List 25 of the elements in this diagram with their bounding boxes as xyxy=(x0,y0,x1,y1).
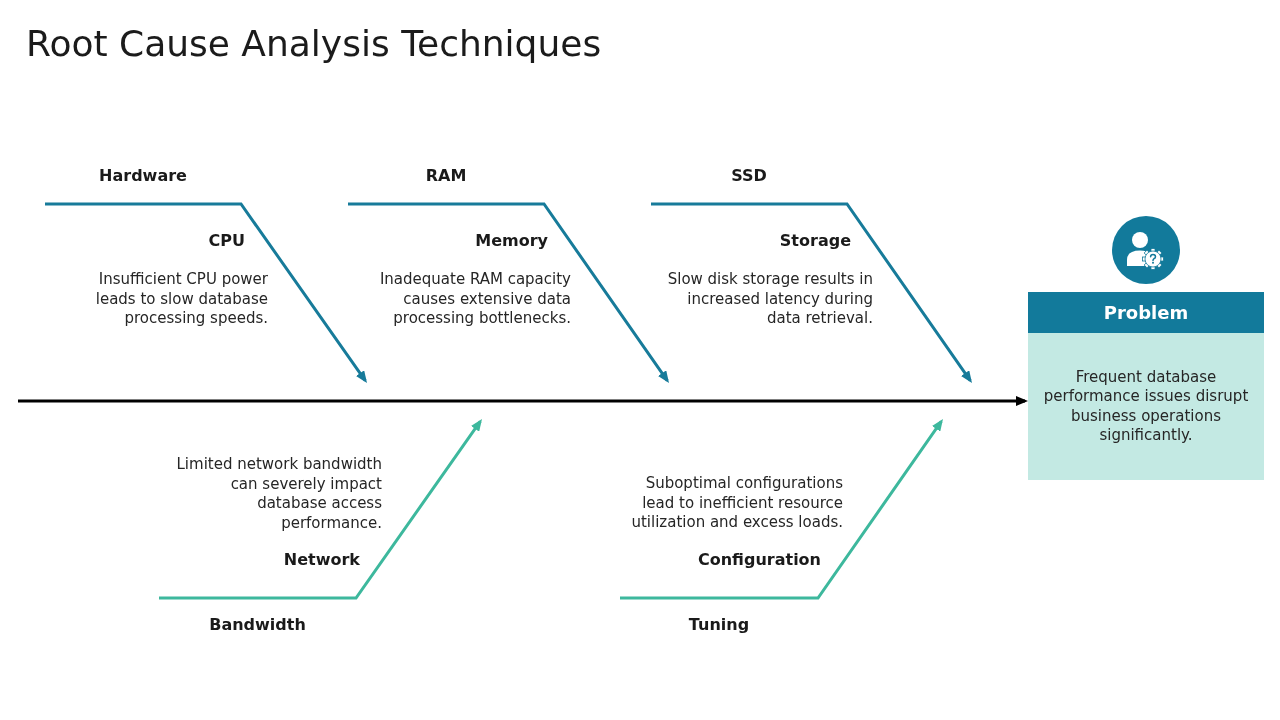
cause-description: Suboptimal configurations lead to inefficient resource utilization and excess loads. xyxy=(630,474,843,533)
page-title: Root Cause Analysis Techniques xyxy=(26,22,602,66)
branch-arrow xyxy=(620,419,943,600)
category-label: RAM xyxy=(425,165,467,187)
category-label: Tuning xyxy=(688,614,750,636)
branch-arrow xyxy=(651,202,972,383)
category-label: Bandwidth xyxy=(209,614,306,636)
category-label: SSD xyxy=(731,165,767,187)
cause-description: Insufficient CPU power leads to slow database processing speeds. xyxy=(94,270,268,329)
cause-label: Memory xyxy=(475,230,548,252)
cause-description: Inadequate RAM capacity causes extensive data processing bottlenecks. xyxy=(378,270,571,329)
cause-label: Network xyxy=(283,549,360,571)
branch-arrow xyxy=(45,202,367,383)
cause-description: Limited network bandwidth can severely impact database access performance. xyxy=(175,455,382,533)
cause-label: Storage xyxy=(779,230,851,252)
spine-arrow xyxy=(18,396,1028,406)
category-label: Hardware xyxy=(99,165,187,187)
cause-label: Configuration xyxy=(697,549,821,571)
problem-card xyxy=(1028,292,1264,480)
problem-header: Problem xyxy=(1028,292,1264,333)
branch-arrow xyxy=(348,202,669,383)
branch-arrow xyxy=(159,419,482,600)
cause-description: Slow disk storage results in increased latency during data retrieval. xyxy=(666,270,873,329)
problem-description: Frequent database performance issues disrupt business operations significantly. xyxy=(1042,367,1250,446)
cause-label: CPU xyxy=(208,230,245,252)
